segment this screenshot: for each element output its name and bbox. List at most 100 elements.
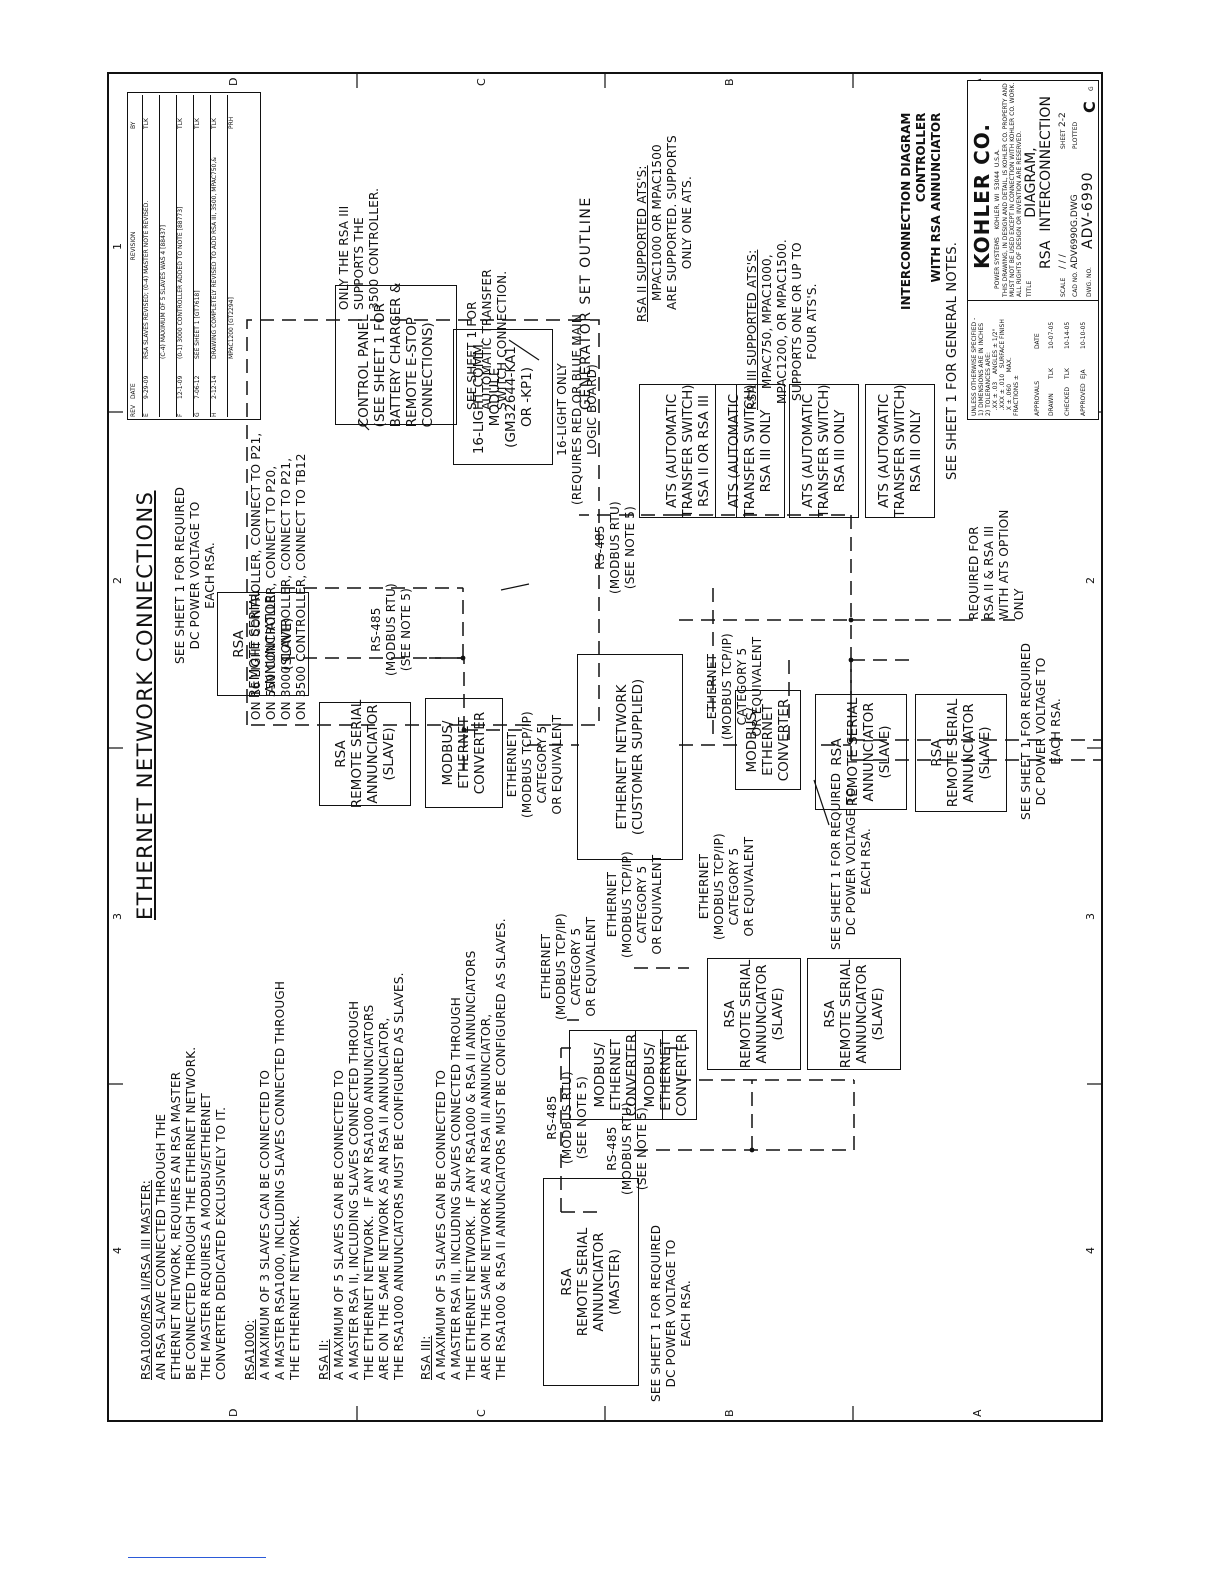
by-cell (160, 109, 176, 129)
ats-3-label: ATS (AUTOMATIC TRANSFER SWITCH) RSA III … (800, 384, 848, 518)
lower-right-dc-power-note: SEE SHEET 1 FOR REQUIRED DC POWER VOLTAG… (1019, 642, 1063, 820)
revision-suffix: G (1088, 86, 1095, 91)
rsa-master-box: RSA REMOTE SERIAL ANNUNCIATOR (MASTER) (543, 1178, 639, 1386)
rev-col-header: REV (130, 404, 137, 417)
zone-col-2-top: 2 (111, 577, 124, 584)
upper-rs485-label: RS-485 (MODBUS RTU) (SEE NOTE 5) (369, 583, 413, 676)
zone-col-4-top: 4 (111, 1247, 124, 1254)
revision-block: REV DATE REVISION BY E 9-29-09 RSA SLAVE… (127, 92, 261, 420)
rev-cell: E (143, 413, 150, 417)
checked-date: 10-14-05 (1064, 321, 1071, 349)
by-cell: PRH (228, 116, 235, 129)
zone-row-d-left: D (227, 1408, 240, 1417)
revision-col-header: REVISION (130, 231, 137, 261)
company-address: POWER SYSTEMS KOHLER, WI 53044 U.S.A. (994, 149, 1001, 289)
revision-row: (C-4) MAXIMUM OF 5 SLAVES WAS 4 [88437] (159, 95, 176, 417)
zone-row-c-right: C (475, 78, 488, 86)
date-cell (160, 363, 176, 399)
generator-outline-label: GENERATOR SET OUTLINE (578, 196, 594, 410)
rsa-slave-lower-a-label: RSA REMOTE SERIAL ANNUNCIATOR (SLAVE) (722, 959, 786, 1069)
revision-rows: E 9-29-09 RSA SLAVES REVISED; (0-4) MAST… (142, 95, 244, 417)
date-cell (228, 363, 244, 399)
generator-outline-box (246, 319, 600, 726)
date-cell: 12-1-09 (177, 375, 184, 399)
zone-row-c-left: C (475, 1409, 488, 1417)
dwg-label: DWG. NO. (1086, 267, 1093, 297)
by-cell: TLK (211, 118, 218, 129)
revision-cell: DRAWING COMPLETELY REVISED TO ADD RSA II… (211, 157, 218, 359)
rev-cell: G (194, 412, 201, 417)
rsa-slave-upper-a-box: RSA REMOTE SERIAL ANNUNCIATOR (SLAVE) (319, 700, 411, 808)
revision-cell: (C-4) MAXIMUM OF 5 SLAVES WAS 4 [88437] (160, 225, 167, 359)
connection-lines (109, 74, 1101, 1420)
date-cell: 9-29-09 (143, 375, 150, 399)
revision-row: F 12-1-09 (0-1) 3000 CONTROLLER ADDED TO… (176, 95, 193, 417)
rsa-slave-lower-c-box: RSA REMOTE SERIAL ANNUNCIATOR (SLAVE) (815, 694, 907, 810)
checked-by: TLK (1064, 368, 1071, 379)
lower-left-rs485-label: RS-485 (MODBUS RTU) (SEE NOTE 5) (605, 1102, 649, 1195)
rsa1000-note-body: A MAXIMUM OF 3 SLAVES CAN BE CONNECTED T… (258, 980, 302, 1380)
rsa-slave-lower-b-label: RSA REMOTE SERIAL ANNUNCIATOR (SLAVE) (822, 959, 886, 1069)
rsa3-note-body: A MAXIMUM OF 5 SLAVES CAN BE CONNECTED T… (434, 918, 508, 1380)
date-label: DATE (1034, 333, 1041, 349)
ethernet-label-e: ETHERNET (MODBUS TCP/IP) CATEGORY 5 OR E… (705, 633, 764, 740)
drawing-number: ADV-6990 (1080, 171, 1096, 249)
revision-row: E 9-29-09 RSA SLAVES REVISED; (0-4) MAST… (142, 95, 159, 417)
rsa-slave-lower-b-box: RSA REMOTE SERIAL ANNUNCIATOR (SLAVE) (807, 958, 901, 1070)
drawn-by: TLK (1048, 368, 1055, 379)
ethernet-label-a: ETHERNET (MODBUS TCP/IP) CATEGORY 5 OR E… (539, 913, 598, 1020)
ats-box-3: ATS (AUTOMATIC TRANSFER SWITCH) RSA III … (789, 384, 859, 518)
rev-cell (160, 403, 176, 417)
company-logo-text: KOHLER CO. (970, 123, 994, 269)
master-note-body: AN RSA SLAVE CONNECTED THROUGH THE ETHER… (154, 1046, 228, 1380)
rev-cell: F (177, 413, 184, 417)
rsa-slave-lower-c-label: RSA REMOTE SERIAL ANNUNCIATOR (SLAVE) (829, 697, 893, 807)
revision-cell: RSA SLAVES REVISED; (0-4) MASTER NOTE RE… (143, 200, 150, 359)
diagram-subtitle: INTERCONNECTION DIAGRAM CONTROLLER WITH … (899, 112, 943, 310)
rsa3-note-heading: RSA III: (419, 1335, 433, 1380)
ethernet-label-b: ETHERNET (MODBUS TCP/IP) CATEGORY 5 OR E… (605, 851, 664, 958)
drawing-title: DIAGRAM, RSA INTERCONNECTION (1023, 96, 1054, 269)
rsa-slave-lower-d-label: RSA REMOTE SERIAL ANNUNCIATOR (SLAVE) (929, 698, 993, 808)
proprietary-notice: THIS DRAWING, IN DESIGN AND DETAIL, IS K… (1002, 82, 1023, 297)
sheet-value: 2-2 (1058, 112, 1068, 127)
master-note-heading: RSA1000/RSA II/RSA III MASTER: (139, 1179, 153, 1380)
by-col-header: BY (130, 121, 137, 129)
checked-label: CHECKED (1064, 386, 1071, 416)
revision-cell: (0-1) 3000 CONTROLLER ADDED TO NOTE [887… (177, 206, 184, 359)
revision-row: H 2-12-14 DRAWING COMPLETELY REVISED TO … (210, 95, 227, 417)
ethernet-label-c: ETHERNET (MODBUS TCP/IP) CATEGORY 5 OR E… (697, 833, 756, 940)
light-controller-note: ON 16 LIGHT CONTROLLER, CONNECT TO P21, … (249, 432, 308, 720)
title-block: UNLESS OTHERWISE SPECIFIED - 1) DIMENSIO… (967, 80, 1099, 420)
see-sheet-ats-note: SEE SHEET 1 FOR AUTOMATIC TRANSFER SWITC… (465, 269, 509, 410)
revision-cell: MPAC1200 [GT2294] (228, 297, 235, 359)
ats-rs485-label: RS-485 (MODBUS RTU) (SEE NOTE 5) (593, 501, 637, 594)
by-cell: TLK (177, 118, 184, 129)
tolerance-notes: UNLESS OTHERWISE SPECIFIED - 1) DIMENSIO… (971, 317, 1020, 416)
approved-date: 10-10-05 (1080, 321, 1087, 349)
ats-1-label: ATS (AUTOMATIC TRANSFER SWITCH) RSA II O… (664, 384, 712, 518)
rsa-slave-lower-a-box: RSA REMOTE SERIAL ANNUNCIATOR (SLAVE) (707, 958, 801, 1070)
rsa1000-note-heading: RSA1000: (243, 1319, 257, 1380)
zone-col-1-top: 1 (111, 243, 124, 250)
ats-box-4: ATS (AUTOMATIC TRANSFER SWITCH) RSA III … (865, 384, 935, 518)
zone-row-d-right: D (227, 77, 240, 86)
ethernet-network-box: ETHERNET NETWORK (CUSTOMER SUPPLIED) (577, 654, 683, 860)
rev-cell: H (211, 412, 218, 417)
required-for-note: REQUIRED FOR RSA II & RSA III WITH ATS O… (967, 509, 1026, 620)
zone-row-b-right: B (723, 78, 736, 86)
zone-col-3-top: 3 (111, 913, 124, 920)
only-rsa3-note: ONLY THE RSA III SUPPORTS THE 3500 CONTR… (337, 187, 381, 310)
converter-upper-label: MODBUS/ ETHERNET CONVERTER (440, 711, 488, 795)
cad-number: ADV6990G.DWG (1070, 194, 1080, 269)
cad-label: CAD NO. (1072, 271, 1079, 297)
by-cell: TLK (194, 118, 201, 129)
ats-4-label: ATS (AUTOMATIC TRANSFER SWITCH) RSA III … (876, 384, 924, 518)
revision-letter: C (1080, 101, 1099, 113)
landscape-drawing: 4 3 2 1 4 3 2 1 D C B A D C B A ETHERNET… (109, 74, 1101, 1420)
general-notes-ref: SEE SHEET 1 FOR GENERAL NOTES. (945, 241, 960, 480)
zone-col-4-bottom: 4 (1084, 1247, 1097, 1254)
scale-label: SCALE (1060, 277, 1067, 297)
drawing-sheet: 4 3 2 1 4 3 2 1 D C B A D C B A ETHERNET… (107, 72, 1103, 1422)
by-cell: TLK (143, 118, 150, 129)
